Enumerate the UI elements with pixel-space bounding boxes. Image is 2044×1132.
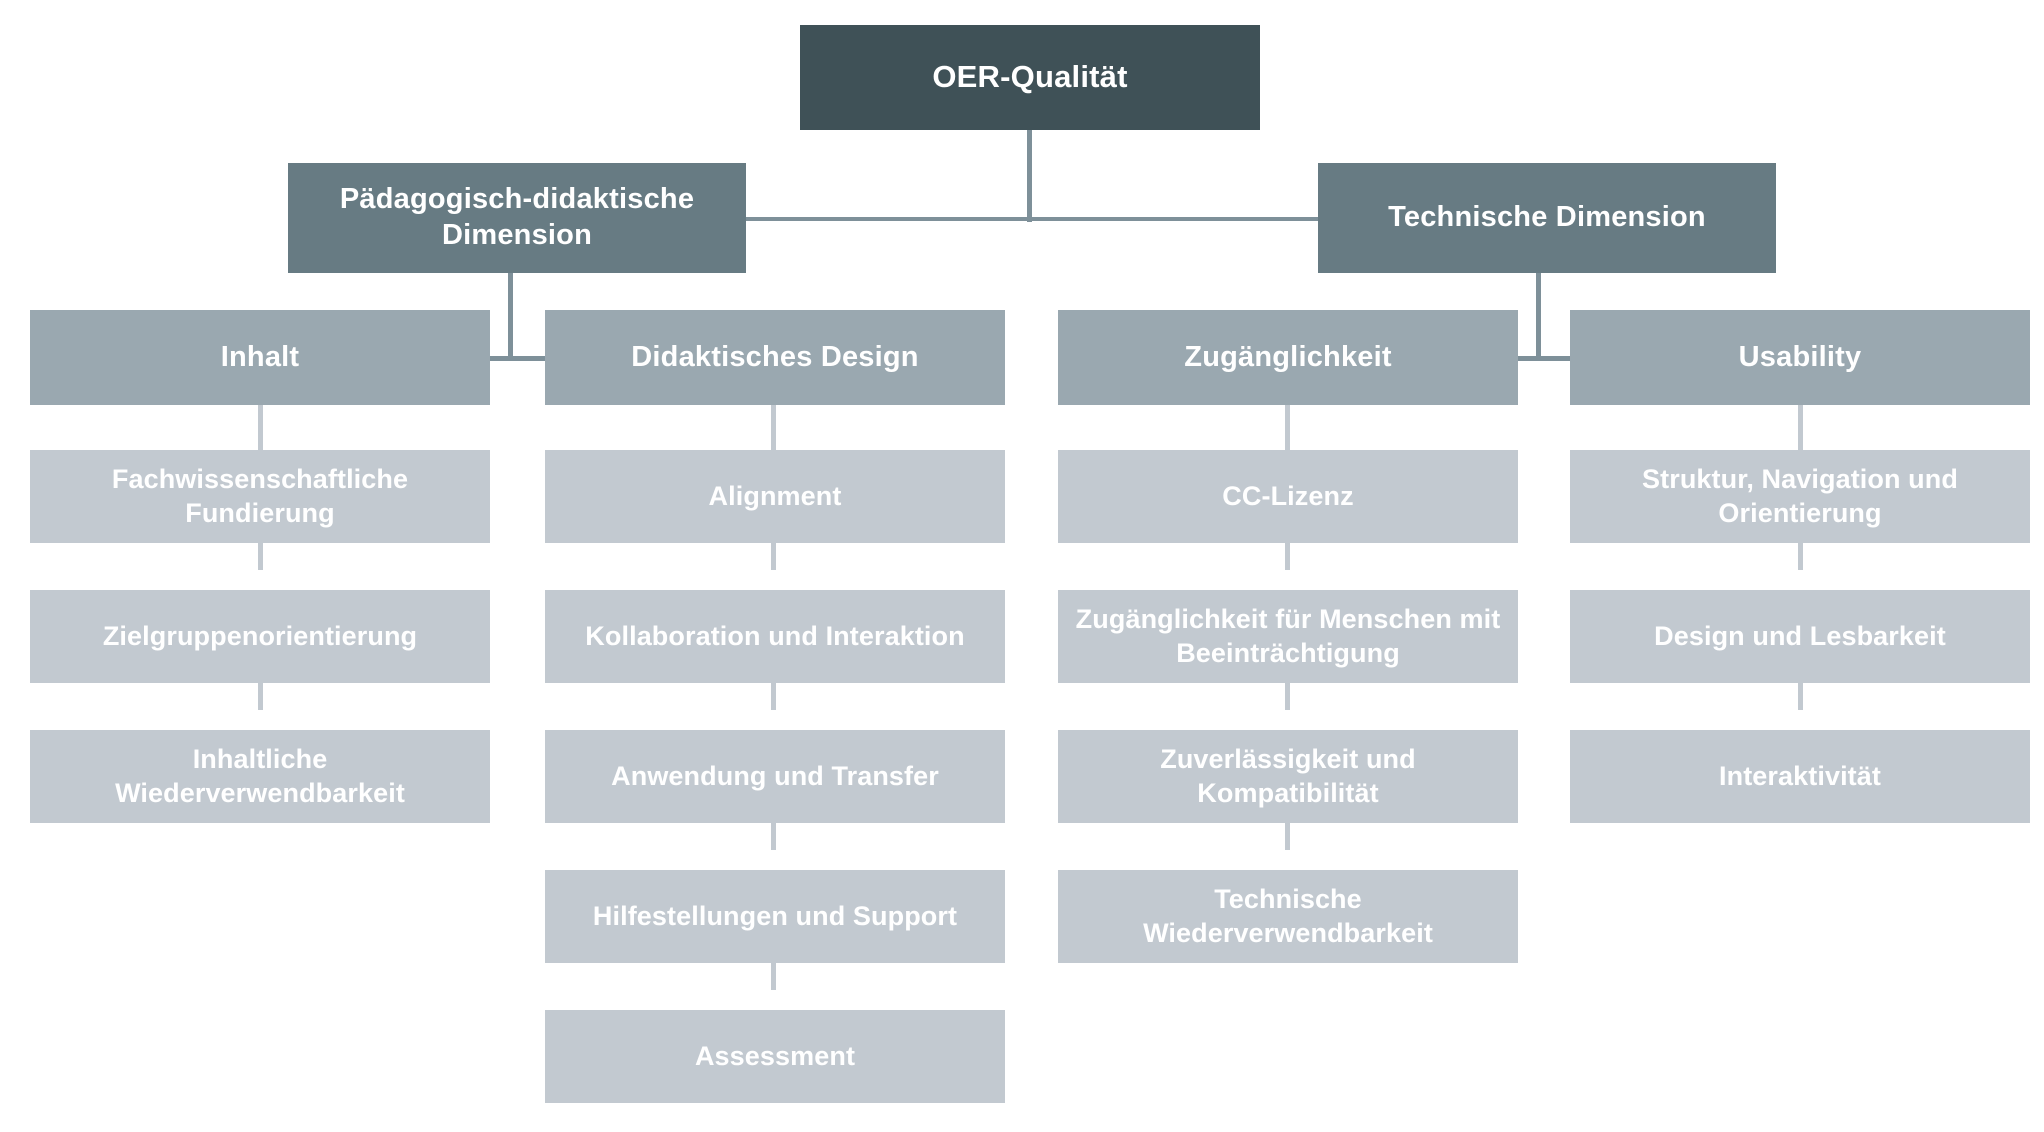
node-category-didaktisches-design[interactable]: Didaktisches Design bbox=[545, 310, 1005, 405]
node-leaf-zielgruppenorientierung[interactable]: Zielgruppenorientierung bbox=[30, 590, 490, 683]
node-label: Didaktisches Design bbox=[631, 340, 919, 373]
node-label: Anwendung und Transfer bbox=[611, 760, 939, 791]
connector-didaktisches-design-4 bbox=[771, 823, 776, 850]
node-category-usability[interactable]: Usability bbox=[1570, 310, 2030, 405]
connector-inhalt-1 bbox=[258, 405, 263, 451]
node-label: OER-Qualität bbox=[932, 59, 1128, 95]
node-label: Kollaboration und Interaktion bbox=[585, 620, 965, 651]
node-leaf-struktur-navigation-und-orientierung[interactable]: Struktur, Navigation und Orientierung bbox=[1570, 450, 2030, 543]
node-leaf-cc-lizenz[interactable]: CC-Lizenz bbox=[1058, 450, 1518, 543]
node-leaf-technische-wiederverwendbarkeit[interactable]: Technische Wiederverwendbarkeit bbox=[1058, 870, 1518, 963]
connector-didaktisches-design-1 bbox=[771, 405, 776, 451]
connector-left-dimension-stem bbox=[508, 272, 513, 360]
node-leaf-alignment[interactable]: Alignment bbox=[545, 450, 1005, 543]
connector-didaktisches-design-5 bbox=[771, 963, 776, 990]
connector-zugaenglichkeit-4 bbox=[1285, 823, 1290, 850]
node-label: Zugänglichkeit bbox=[1184, 340, 1392, 373]
node-dimension-technische[interactable]: Technische Dimension bbox=[1318, 163, 1776, 273]
node-label: Zugänglichkeit für Menschen mit Beeinträ… bbox=[1075, 604, 1501, 668]
node-leaf-inhaltliche-wiederverwendbarkeit[interactable]: Inhaltliche Wiederverwendbarkeit bbox=[30, 730, 490, 823]
connector-inhalt-2 bbox=[258, 543, 263, 570]
node-root-oer-qualitaet[interactable]: OER-Qualität bbox=[800, 25, 1260, 130]
node-dimension-paedagogisch-didaktisch[interactable]: Pädagogisch-didaktische Dimension bbox=[288, 163, 746, 273]
node-category-inhalt[interactable]: Inhalt bbox=[30, 310, 490, 405]
node-label: Fachwissenschaftliche Fundierung bbox=[111, 464, 409, 528]
connector-didaktisches-design-2 bbox=[771, 543, 776, 570]
node-leaf-interaktivitaet[interactable]: Interaktivität bbox=[1570, 730, 2030, 823]
connector-root-stem bbox=[1027, 130, 1032, 222]
node-leaf-anwendung-und-transfer[interactable]: Anwendung und Transfer bbox=[545, 730, 1005, 823]
node-leaf-fachwissenschaftliche-fundierung[interactable]: Fachwissenschaftliche Fundierung bbox=[30, 450, 490, 543]
node-leaf-zuverlaessigkeit-und-kompatibilitaet[interactable]: Zuverlässigkeit und Kompatibilität bbox=[1058, 730, 1518, 823]
node-label: Zielgruppenorientierung bbox=[102, 620, 418, 651]
connector-zugaenglichkeit-2 bbox=[1285, 543, 1290, 570]
node-label: Inhalt bbox=[220, 340, 300, 373]
node-leaf-kollaboration-und-interaktion[interactable]: Kollaboration und Interaktion bbox=[545, 590, 1005, 683]
node-label: Zuverlässigkeit und Kompatibilität bbox=[1160, 744, 1416, 808]
node-label: Alignment bbox=[708, 480, 842, 511]
node-label: Pädagogisch-didaktische Dimension bbox=[339, 183, 695, 251]
connector-usability-2 bbox=[1798, 543, 1803, 570]
node-label: Inhaltliche Wiederverwendbarkeit bbox=[115, 744, 405, 808]
node-label: Design und Lesbarkeit bbox=[1654, 620, 1946, 651]
connector-zugaenglichkeit-1 bbox=[1285, 405, 1290, 451]
node-label: Assessment bbox=[694, 1040, 856, 1071]
connector-usability-1 bbox=[1798, 405, 1803, 451]
connector-right-dimension-stem bbox=[1536, 272, 1541, 360]
node-label: CC-Lizenz bbox=[1222, 480, 1354, 511]
node-leaf-hilfestellungen-und-support[interactable]: Hilfestellungen und Support bbox=[545, 870, 1005, 963]
node-leaf-design-und-lesbarkeit[interactable]: Design und Lesbarkeit bbox=[1570, 590, 2030, 683]
connector-right-category-bus bbox=[1516, 356, 1572, 361]
node-leaf-assessment[interactable]: Assessment bbox=[545, 1010, 1005, 1103]
node-label: Technische Wiederverwendbarkeit bbox=[1143, 884, 1433, 948]
node-leaf-zugaenglichkeit-fuer-menschen-mit-beeintraechtigung[interactable]: Zugänglichkeit für Menschen mit Beeinträ… bbox=[1058, 590, 1518, 683]
connector-usability-3 bbox=[1798, 683, 1803, 710]
node-label: Technische Dimension bbox=[1388, 201, 1706, 234]
node-label: Usability bbox=[1738, 340, 1862, 373]
node-label: Hilfestellungen und Support bbox=[592, 900, 958, 931]
node-label: Struktur, Navigation und Orientierung bbox=[1642, 464, 1958, 528]
connector-didaktisches-design-3 bbox=[771, 683, 776, 710]
connector-zugaenglichkeit-3 bbox=[1285, 683, 1290, 710]
node-category-zugaenglichkeit[interactable]: Zugänglichkeit bbox=[1058, 310, 1518, 405]
connector-dimension-bus bbox=[745, 217, 1320, 221]
connector-inhalt-3 bbox=[258, 683, 263, 710]
node-label: Interaktivität bbox=[1719, 760, 1881, 791]
connector-left-category-bus bbox=[490, 356, 546, 361]
